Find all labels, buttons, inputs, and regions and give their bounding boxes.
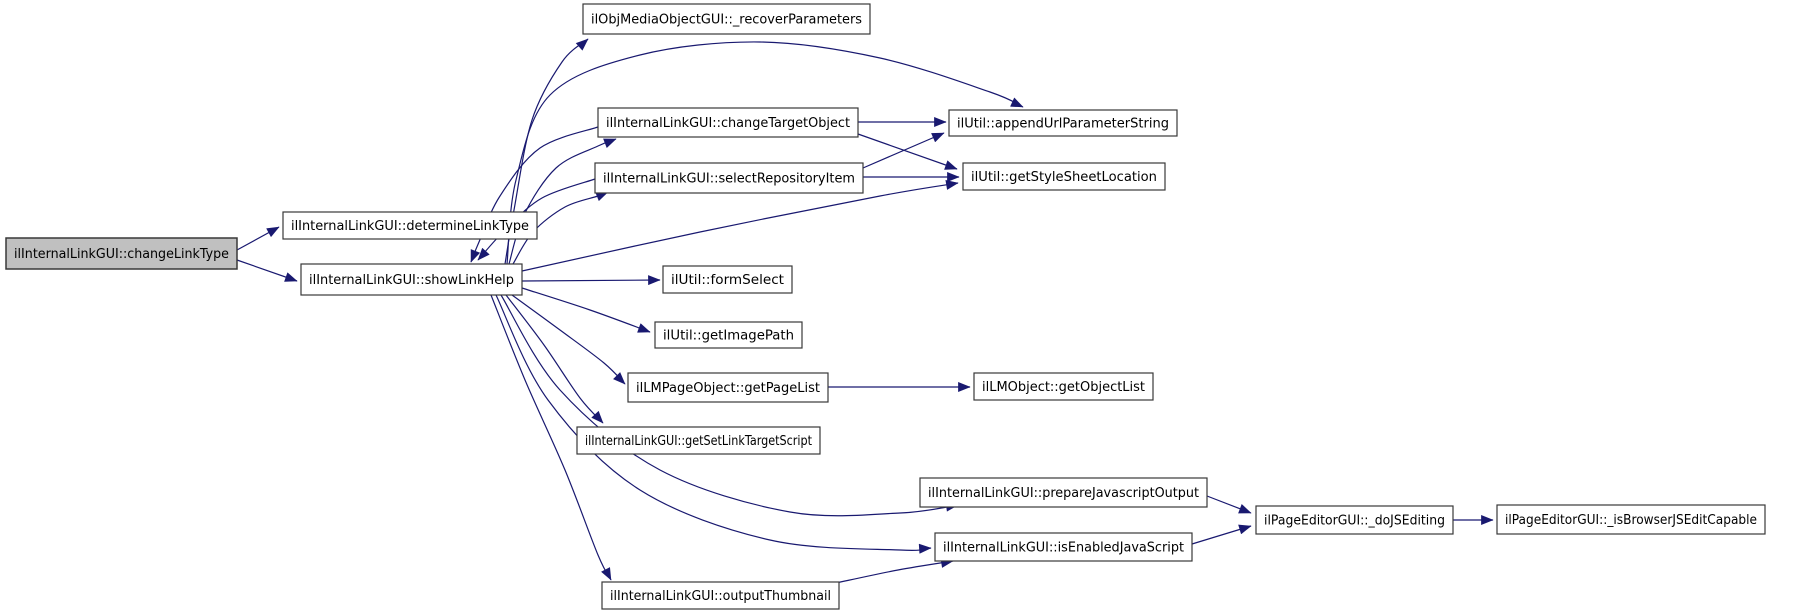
graph-node-box[interactable] [934, 532, 1193, 562]
graph-node-label: ilInternalLinkGUI::changeTargetObject [606, 116, 850, 131]
graph-node-box[interactable] [662, 265, 793, 294]
graph-node-box[interactable] [973, 372, 1154, 401]
graph-node-box[interactable] [948, 109, 1178, 137]
graph-edge-showLinkHelp-to-getSetLinkTargetScript [505, 294, 604, 424]
graph-node-label: ilLMObject::getObjectList [982, 380, 1145, 395]
graph-node-label: ilObjMediaObjectGUI::_recoverParameters [591, 13, 862, 28]
graph-node-box[interactable] [962, 162, 1166, 191]
graph-node-label: ilUtil::getImagePath [663, 329, 794, 344]
graph-edge-showLinkHelp-to-getPageList [511, 294, 626, 385]
graph-edge-changeLinkType-to-showLinkHelp [236, 259, 298, 282]
graph-node-box[interactable] [300, 263, 523, 296]
graph-node-box[interactable] [576, 426, 821, 455]
graph-node-box[interactable] [601, 581, 840, 610]
graph-edge-outputThumbnail-to-isEnabledJavaScript [835, 557, 954, 584]
graph-node-label: ilPageEditorGUI::_isBrowserJSEditCapable [1505, 513, 1757, 528]
graph-node-label: ilInternalLinkGUI::changeLinkType [14, 247, 229, 262]
graph-edge-showLinkHelp-to-formSelect [521, 275, 661, 286]
graph-node-appendUrlParameterString[interactable]: ilUtil::appendUrlParameterString [948, 109, 1178, 137]
graph-node-getStyleSheetLocation[interactable]: ilUtil::getStyleSheetLocation [962, 162, 1166, 191]
graph-edge-selectRepositoryItem-to-appendUrlParameterString [862, 132, 945, 169]
graph-edge-showLinkHelp-to-outputThumbnail [490, 294, 612, 581]
graph-edge-showLinkHelp-to-getImagePath [521, 287, 651, 333]
graph-edge-showLinkHelp-to-selectRepositoryItem [512, 191, 609, 265]
graph-node-label: ilInternalLinkGUI::selectRepositoryItem [603, 172, 855, 187]
graph-node-label: ilInternalLinkGUI::determineLinkType [291, 219, 529, 234]
graph-edge-showLinkHelp-to-appendUrlParameterString [506, 41, 1024, 265]
graph-node-getSetLinkTargetScript[interactable]: ilInternalLinkGUI::getSetLinkTargetScrip… [576, 426, 821, 455]
graph-node-prepareJavascriptOutput[interactable]: ilInternalLinkGUI::prepareJavascriptOutp… [919, 477, 1208, 508]
graph-edge-showLinkHelp-to-prepareJavascriptOutput [500, 294, 959, 517]
graph-node-label: ilLMPageObject::getPageList [636, 381, 820, 396]
graph-node-doJSEditing[interactable]: ilPageEditorGUI::_doJSEditing [1255, 505, 1454, 535]
graph-node-label: ilUtil::getStyleSheetLocation [971, 170, 1157, 185]
graph-node-box[interactable] [919, 477, 1208, 508]
graph-node-showLinkHelp[interactable]: ilInternalLinkGUI::showLinkHelp [300, 263, 523, 296]
graph-node-box[interactable] [654, 321, 803, 349]
graph-node-label: ilUtil::appendUrlParameterString [957, 117, 1169, 132]
graph-node-box[interactable] [1255, 505, 1454, 535]
graph-edge-showLinkHelp-to-isEnabledJavaScript [495, 294, 932, 554]
graph-node-box[interactable] [282, 211, 538, 240]
graph-edge-isEnabledJavaScript-to-doJSEditing [1191, 524, 1252, 545]
graph-node-label: ilInternalLinkGUI::isEnabledJavaScript [943, 541, 1184, 556]
graph-node-changeTargetObject[interactable]: ilInternalLinkGUI::changeTargetObject [597, 107, 859, 138]
graph-edge-changeTargetObject-to-getStyleSheetLocation [857, 133, 958, 170]
graph-node-label: ilInternalLinkGUI::prepareJavascriptOutp… [928, 486, 1199, 501]
graph-node-label: ilPageEditorGUI::_doJSEditing [1264, 514, 1445, 529]
graph-node-label: ilInternalLinkGUI::outputThumbnail [610, 589, 831, 604]
graph-node-label: ilInternalLinkGUI::showLinkHelp [309, 273, 514, 288]
graph-node-selectRepositoryItem[interactable]: ilInternalLinkGUI::selectRepositoryItem [594, 162, 864, 194]
graph-node-isBrowserJSEditCapable[interactable]: ilPageEditorGUI::_isBrowserJSEditCapable [1496, 504, 1766, 535]
graph-node-changeLinkType: ilInternalLinkGUI::changeLinkType [5, 237, 238, 270]
graph-node-label: ilInternalLinkGUI::getSetLinkTargetScrip… [585, 434, 812, 449]
graph-edge-showLinkHelp-to-changeTargetObject [508, 138, 617, 265]
graph-edge-showLinkHelp-to-getStyleSheetLocation [521, 180, 959, 272]
graph-node-outputThumbnail[interactable]: ilInternalLinkGUI::outputThumbnail [601, 581, 840, 610]
graph-edge-changeLinkType-to-determineLinkType [236, 226, 280, 251]
graph-node-box[interactable] [627, 372, 829, 403]
graph-node-getPageList[interactable]: ilLMPageObject::getPageList [627, 372, 829, 403]
graph-node-recoverParameters[interactable]: ilObjMediaObjectGUI::_recoverParameters [582, 3, 871, 35]
graph-node-box [5, 237, 238, 270]
graph-node-box[interactable] [594, 162, 864, 194]
graph-node-box[interactable] [1496, 504, 1766, 535]
graph-edge-changeTargetObject-to-showLinkHelp [470, 126, 599, 263]
graph-edge-prepareJavascriptOutput-to-doJSEditing [1206, 495, 1252, 514]
graph-node-box[interactable] [597, 107, 859, 138]
graph-node-isEnabledJavaScript[interactable]: ilInternalLinkGUI::isEnabledJavaScript [934, 532, 1193, 562]
graph-node-getObjectList[interactable]: ilLMObject::getObjectList [973, 372, 1154, 401]
graph-node-determineLinkType[interactable]: ilInternalLinkGUI::determineLinkType [282, 211, 538, 240]
graph-node-formSelect[interactable]: ilUtil::formSelect [662, 265, 793, 294]
graph-node-getImagePath[interactable]: ilUtil::getImagePath [654, 321, 803, 349]
graph-node-label: ilUtil::formSelect [671, 273, 784, 288]
graph-node-box[interactable] [582, 3, 871, 35]
